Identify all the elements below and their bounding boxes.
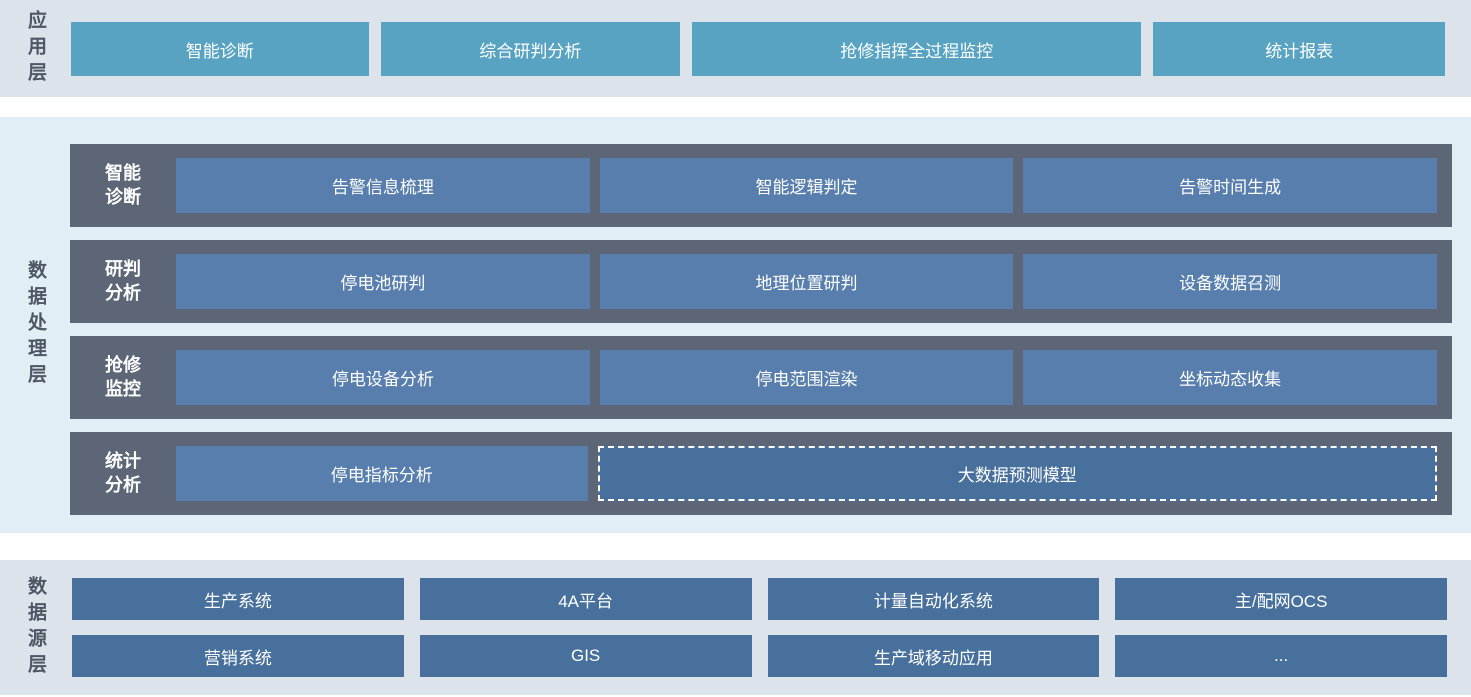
app-box-intelligent-diagnosis: 智能诊断: [71, 22, 369, 76]
proc-row-intelligent-diagnosis: 智能诊断 告警信息梳理 智能逻辑判定 告警时间生成: [70, 144, 1452, 227]
proc-box-outage-indicator-analysis: 停电指标分析: [176, 446, 588, 501]
source-box-main-distribution-ocs: 主/配网OCS: [1115, 578, 1447, 620]
source-layer-band: 数据源层 生产系统 4A平台 计量自动化系统 主/配网OCS 营销系统 GIS …: [0, 560, 1471, 695]
app-box-statistical-reports: 统计报表: [1153, 22, 1445, 76]
proc-row-repair-monitoring: 抢修监控 停电设备分析 停电范围渲染 坐标动态收集: [70, 336, 1452, 419]
app-box-comprehensive-analysis: 综合研判分析: [380, 22, 681, 76]
proc-box-geolocation-judgment: 地理位置研判: [599, 254, 1014, 309]
proc-row-label: 研判分析: [105, 259, 141, 303]
processing-layer-label: 数据处理层: [25, 260, 46, 390]
bottom-margin: [0, 695, 1471, 697]
source-box-marketing-system: 营销系统: [72, 635, 404, 677]
application-buttons-row: 智能诊断 综合研判分析 抢修指挥全过程监控 统计报表: [71, 22, 1445, 76]
proc-row-label: 统计分析: [105, 451, 141, 495]
proc-box-intelligent-logic-judgment: 智能逻辑判定: [599, 158, 1014, 213]
proc-box-alarm-time-generation: 告警时间生成: [1023, 158, 1438, 213]
source-row-2: 营销系统 GIS 生产域移动应用 ...: [72, 635, 1447, 677]
proc-row-label: 抢修监控: [105, 355, 141, 399]
source-box-production-system: 生产系统: [72, 578, 404, 620]
proc-box-outage-judgment: 停电池研判: [176, 254, 590, 309]
proc-row-statistical-analysis: 统计分析 停电指标分析 大数据预测模型: [70, 432, 1452, 515]
source-box-metering-automation-system: 计量自动化系统: [767, 578, 1100, 620]
app-box-repair-command-monitoring: 抢修指挥全过程监控: [692, 22, 1142, 76]
proc-box-big-data-prediction-model: 大数据预测模型: [597, 446, 1437, 501]
band-divider: [0, 97, 1471, 117]
source-box-production-mobile-app: 生产域移动应用: [767, 635, 1100, 677]
application-layer-band: 应用层 智能诊断 综合研判分析 抢修指挥全过程监控 统计报表: [0, 0, 1471, 97]
processing-layer-band: 数据处理层 智能诊断 告警信息梳理 智能逻辑判定 告警时间生成 研判分析 停电池…: [0, 117, 1471, 533]
proc-box-alarm-info-sorting: 告警信息梳理: [176, 158, 590, 213]
source-box-4a-platform: 4A平台: [419, 578, 752, 620]
source-layer-label: 数据源层: [25, 575, 46, 680]
proc-box-coordinate-dynamic-collection: 坐标动态收集: [1023, 350, 1438, 405]
proc-box-device-data-poll: 设备数据召测: [1023, 254, 1438, 309]
application-layer-label: 应用层: [25, 9, 46, 88]
source-box-gis: GIS: [419, 635, 752, 677]
band-divider: [0, 533, 1471, 560]
proc-row-boxes: 停电设备分析 停电范围渲染 坐标动态收集: [176, 350, 1438, 405]
source-box-ellipsis: ...: [1115, 635, 1447, 677]
proc-row-judgment-analysis: 研判分析 停电池研判 地理位置研判 设备数据召测: [70, 240, 1452, 323]
proc-row-boxes: 停电指标分析 大数据预测模型: [176, 446, 1437, 501]
source-row-1: 生产系统 4A平台 计量自动化系统 主/配网OCS: [72, 578, 1447, 620]
proc-box-outage-range-rendering: 停电范围渲染: [599, 350, 1014, 405]
proc-box-outage-device-analysis: 停电设备分析: [176, 350, 590, 405]
proc-row-label: 智能诊断: [105, 163, 141, 207]
proc-row-boxes: 告警信息梳理 智能逻辑判定 告警时间生成: [176, 158, 1438, 213]
proc-row-boxes: 停电池研判 地理位置研判 设备数据召测: [176, 254, 1438, 309]
